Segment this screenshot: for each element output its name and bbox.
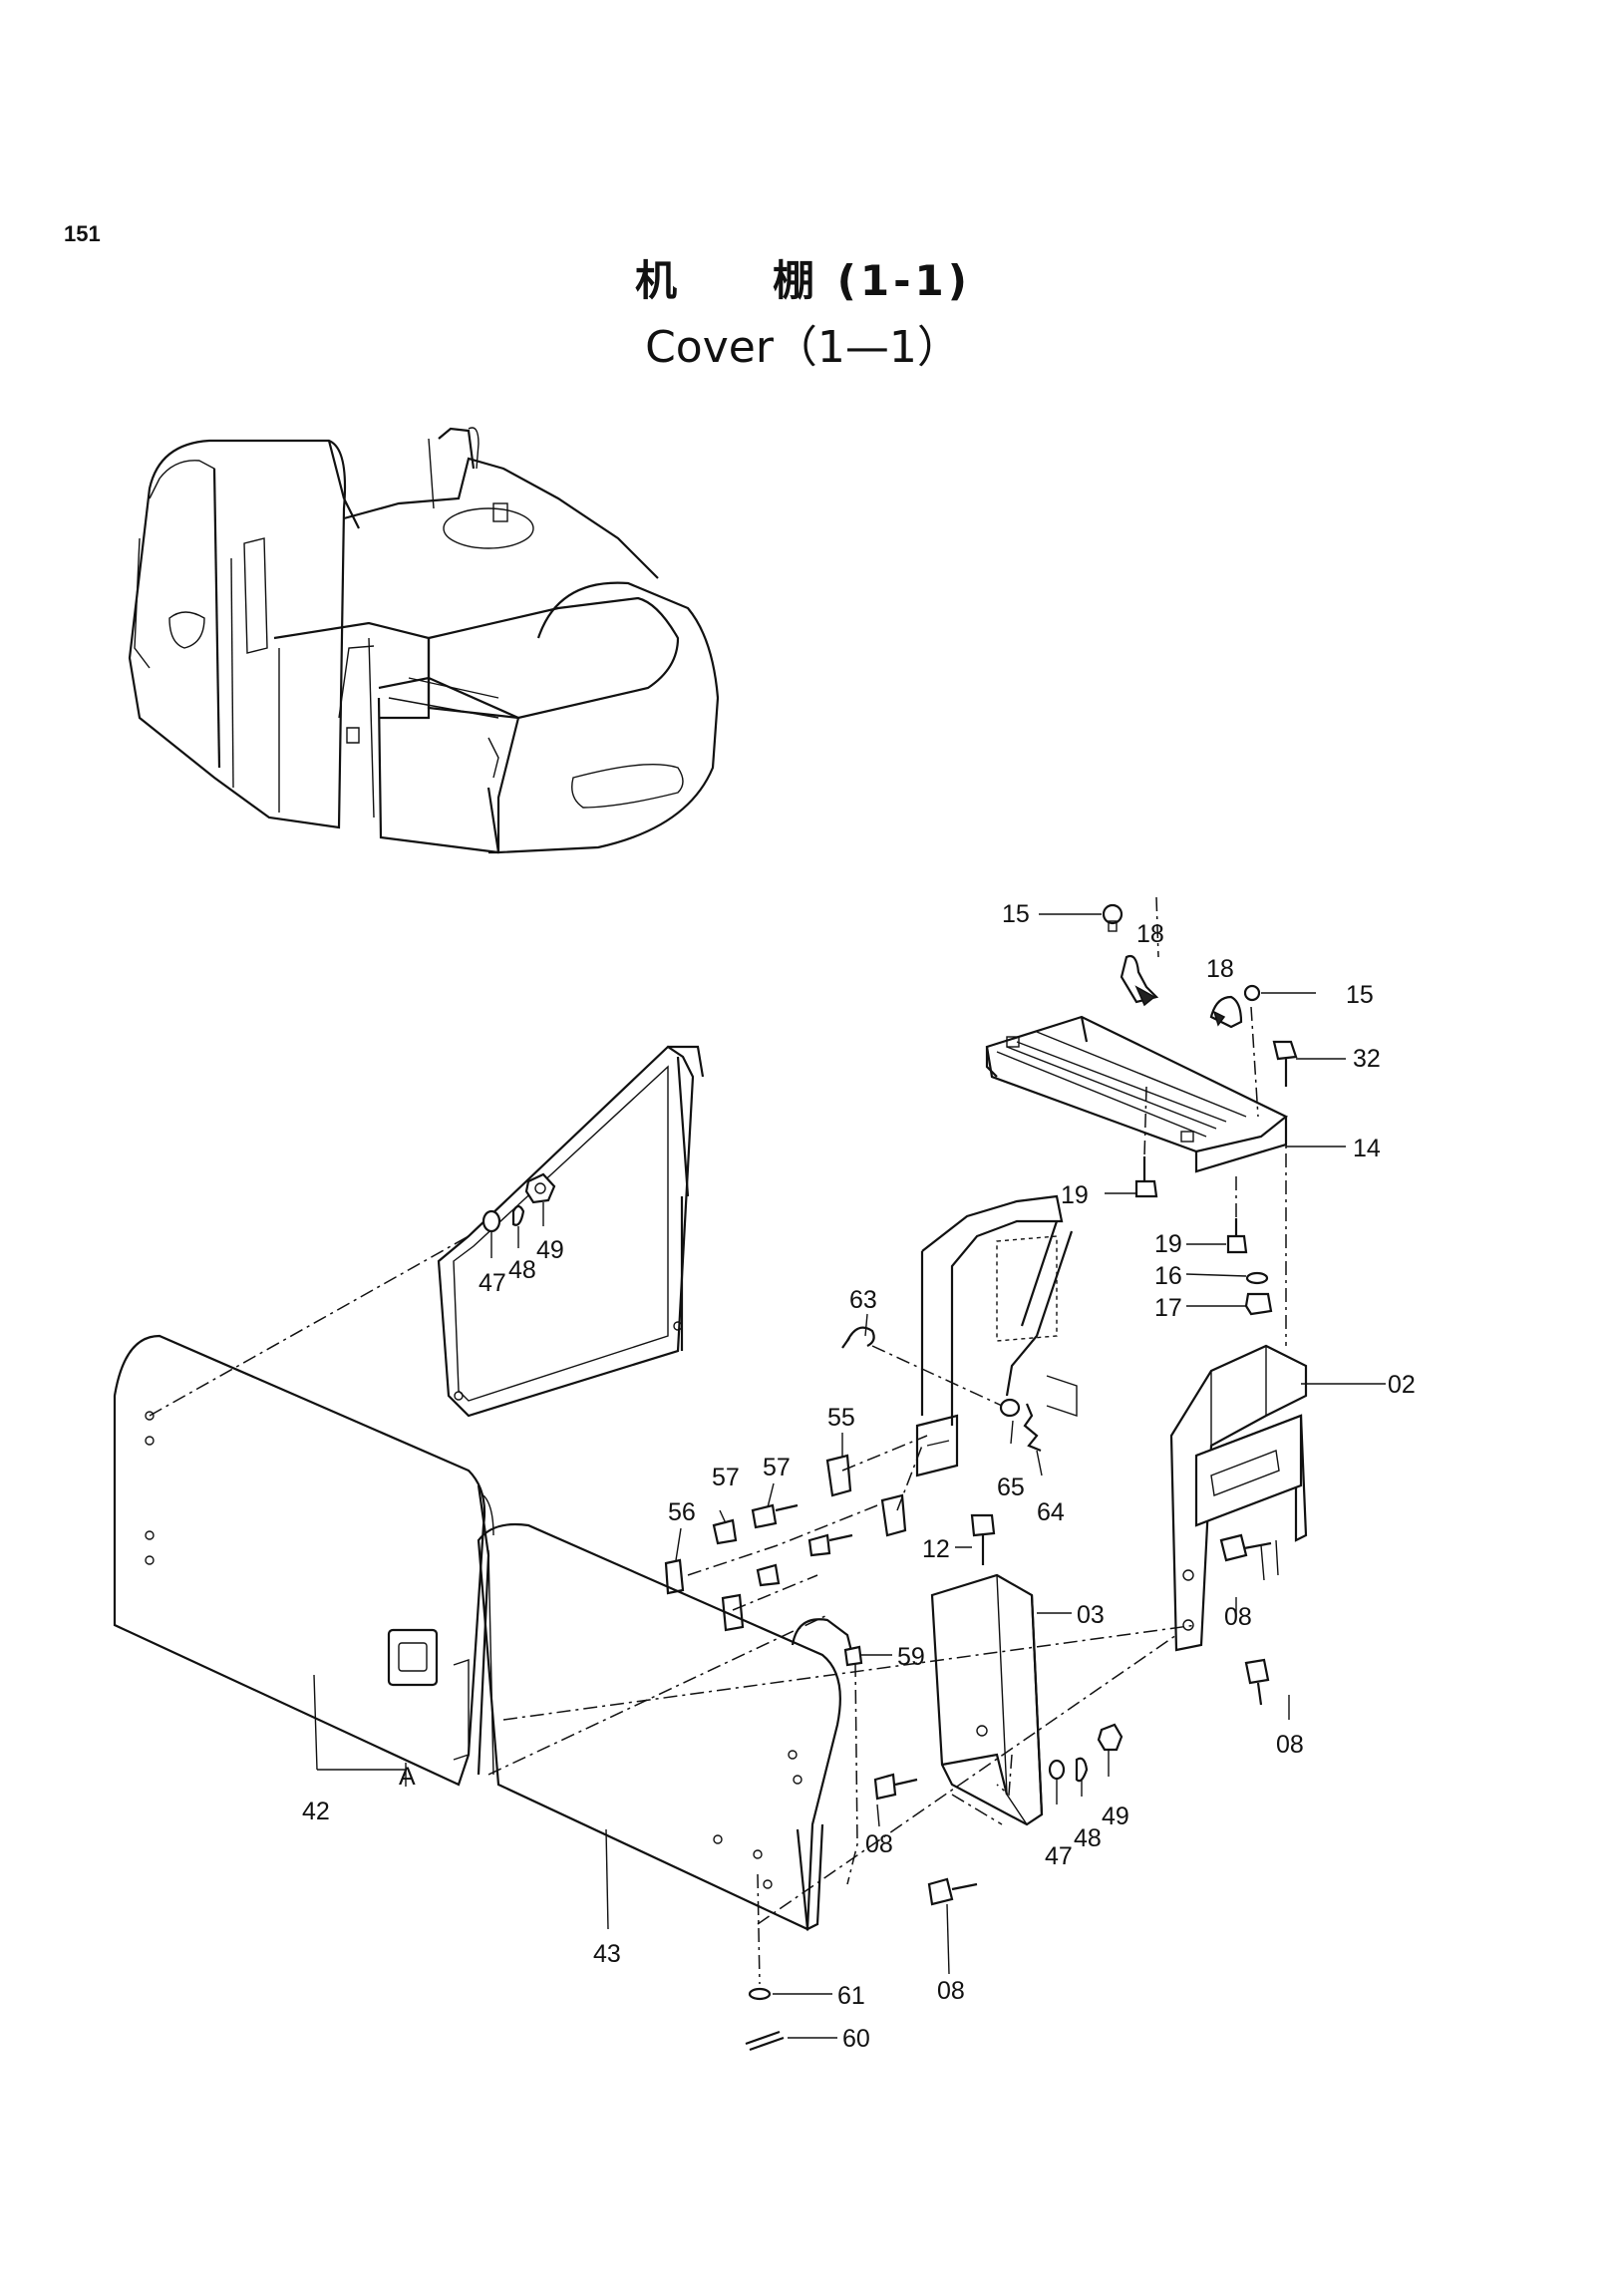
callout-49: 49 (1102, 1803, 1129, 1830)
callout-08: 08 (937, 1977, 965, 2005)
part-59-rod (791, 1618, 863, 1667)
callout-03: 03 (1077, 1601, 1105, 1629)
part-02-right-bracket (1169, 1344, 1308, 1652)
callout-64: 64 (1037, 1498, 1065, 1526)
excavator-overview-illustration (128, 427, 720, 854)
callout-60: 60 (842, 2025, 870, 2053)
callout-56: 56 (668, 1498, 696, 1526)
hardware-47-48-49-upper (482, 1172, 556, 1233)
callout-labels: 15 18 18 15 32 14 19 19 16 17 02 47 48 4… (302, 900, 1416, 2053)
part-08-bolt-mid (873, 1773, 918, 1801)
hardware-47-48-49-lower (1048, 1723, 1124, 1783)
part-03-center-plate (930, 1573, 1044, 1826)
part-08-bolt-lower (927, 1877, 978, 1906)
part-17-nut (1244, 1292, 1273, 1316)
part-19-bolt-lower (1226, 1218, 1248, 1254)
part-60-pin (745, 2030, 785, 2052)
callout-43: 43 (593, 1940, 621, 1968)
part-12-bolt (970, 1513, 996, 1565)
callout-15: 15 (1346, 981, 1374, 1009)
callout-14: 14 (1353, 1135, 1381, 1162)
part-14-top-frame (985, 1015, 1289, 1173)
part-64-spring (1023, 1403, 1042, 1453)
leader-lines (313, 913, 1386, 2039)
callout-08: 08 (1276, 1731, 1304, 1759)
page-title-chinese: 机 棚 (1-1) (635, 256, 971, 305)
callout-47: 47 (1045, 1842, 1073, 1870)
part-19-bolt-upper (1134, 1156, 1158, 1198)
part-32-bolt (1272, 1040, 1298, 1087)
part-57-bolts (751, 1503, 853, 1557)
assembly-lines (149, 896, 1287, 1985)
callout-63: 63 (849, 1286, 877, 1314)
part-18-clip-right (1209, 995, 1243, 1029)
part-08-bolt-bracket (1219, 1533, 1272, 1562)
callout-16: 16 (1154, 1262, 1182, 1290)
page-title-english: Cover（1—1） (645, 322, 961, 373)
callout-A: A (399, 1763, 416, 1791)
callout-17: 17 (1154, 1294, 1182, 1322)
part-43-right-door-panel (477, 1522, 841, 1931)
callout-42: 42 (302, 1798, 330, 1825)
part-55-hinges (825, 1454, 907, 1537)
callout-19: 19 (1061, 1181, 1089, 1209)
part-16-washer (1245, 1271, 1269, 1285)
callout-19: 19 (1154, 1230, 1182, 1258)
callout-49: 49 (536, 1236, 564, 1264)
callout-59: 59 (897, 1643, 925, 1671)
callout-12: 12 (922, 1535, 950, 1563)
callout-18: 18 (1206, 955, 1234, 983)
callout-57: 57 (712, 1464, 740, 1491)
callout-48: 48 (508, 1256, 536, 1284)
callout-61: 61 (837, 1982, 865, 2010)
left-frame-panel (437, 1045, 705, 1418)
callout-65: 65 (997, 1474, 1025, 1501)
callout-08: 08 (1224, 1603, 1252, 1631)
part-61-washer (748, 1987, 772, 2001)
part-63-clip (841, 1326, 875, 1349)
part-15-cap-right (1243, 984, 1261, 1002)
part-15-cap-top (1102, 903, 1124, 925)
callout-57: 57 (763, 1454, 791, 1481)
door-handle (387, 1628, 439, 1687)
callout-08: 08 (865, 1830, 893, 1858)
callout-02: 02 (1388, 1371, 1416, 1399)
callout-32: 32 (1353, 1045, 1381, 1073)
callout-47: 47 (479, 1269, 506, 1297)
part-65-ring (999, 1398, 1021, 1418)
callout-48: 48 (1074, 1824, 1102, 1852)
part-18-clip-left (1120, 954, 1159, 1007)
part-56-clips (664, 1558, 745, 1632)
part-42-left-door-panel (113, 1334, 494, 1787)
callout-15: 15 (1002, 900, 1030, 928)
part-57-lower-bolts (712, 1518, 781, 1587)
center-shroud (915, 1194, 1078, 1477)
page-number: 151 (64, 221, 101, 246)
part-08-bolt-right (1244, 1658, 1270, 1706)
callout-55: 55 (827, 1404, 855, 1432)
callout-18: 18 (1136, 920, 1164, 948)
